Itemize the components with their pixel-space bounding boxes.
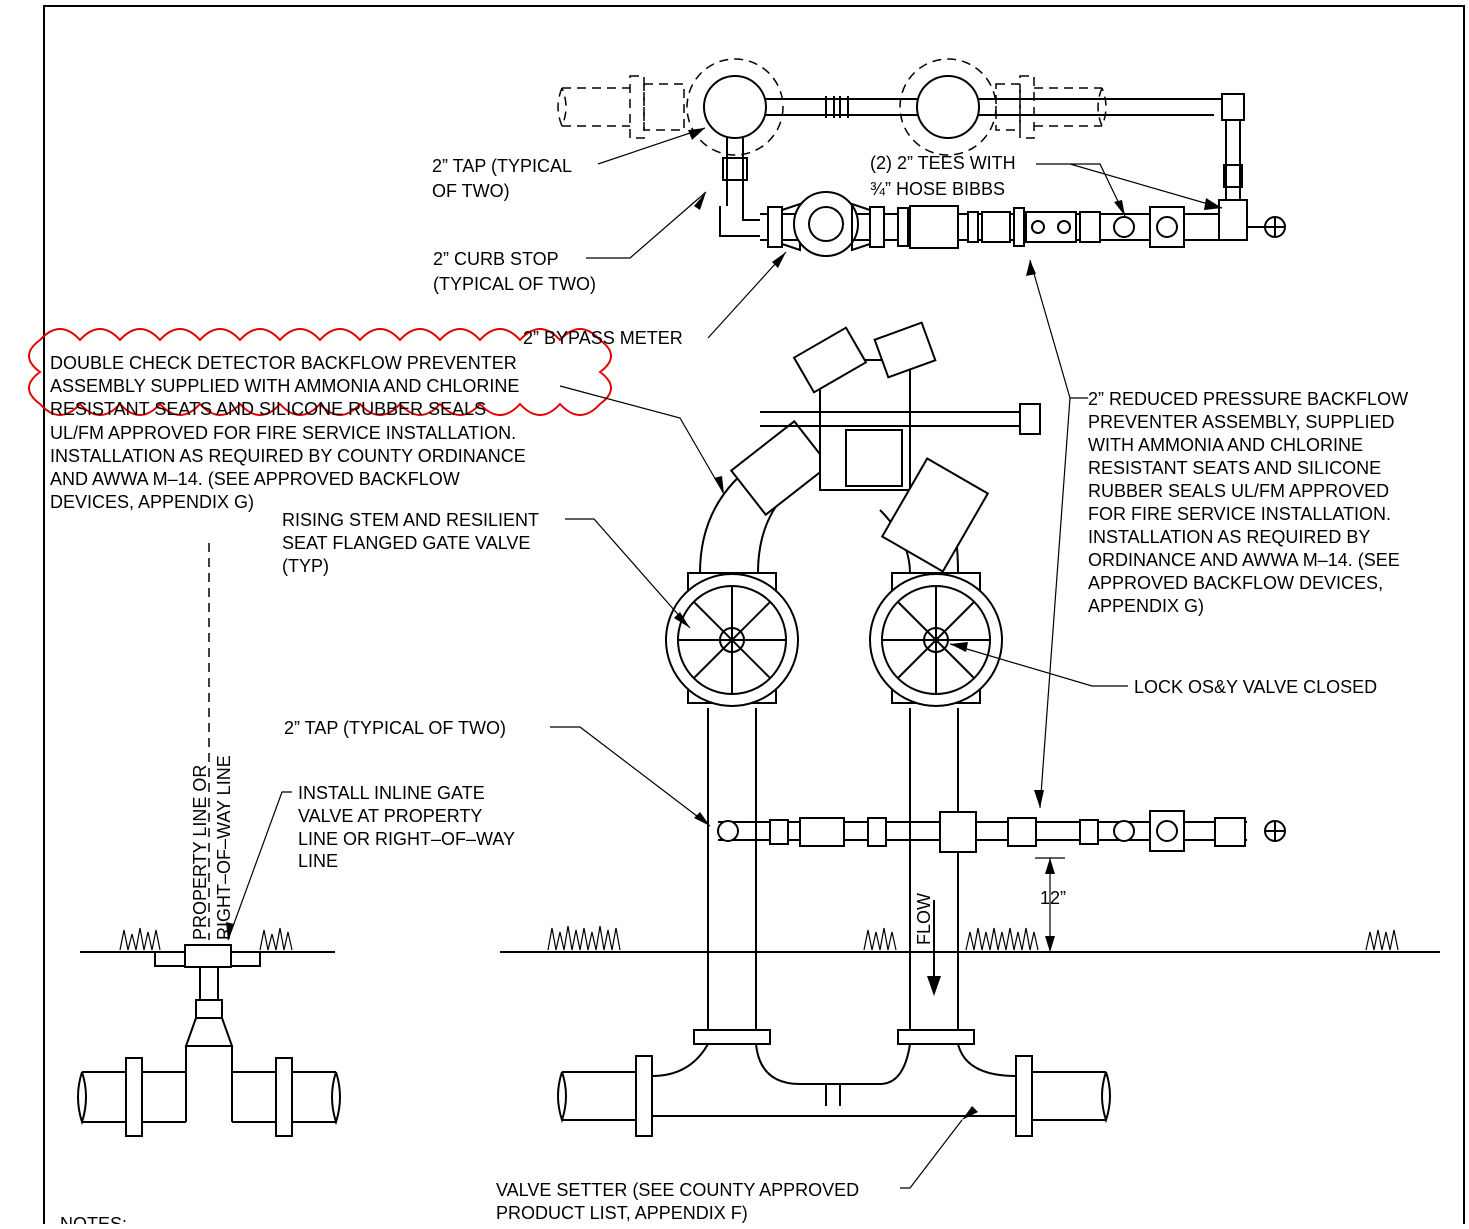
label-tap-top: 2” TAP (TYPICAL OF TWO) (432, 156, 572, 201)
label-curb-stop-line-1: 2” CURB STOP (433, 249, 559, 269)
label-property-line: PROPERTY LINE OR RIGHT–OF–WAY LINE (190, 755, 234, 940)
label-rpba-line-7: INSTALLATION AS REQUIRED BY (1088, 527, 1370, 547)
label-gate-valve-line-1: RISING STEM AND RESILIENT (282, 510, 539, 530)
label-valve-setter-line-2: PRODUCT LIST, APPENDIX F) (496, 1203, 748, 1223)
label-rpba-line-10: APPENDIX G) (1088, 596, 1204, 616)
label-inline-gate: INSTALL INLINE GATE VALVE AT PROPERTY LI… (298, 783, 515, 871)
label-tap-top-line-1: 2” TAP (TYPICAL (432, 156, 572, 176)
inline-gate-detail (77, 543, 341, 1137)
label-rpba-line-8: ORDINANCE AND AWWA M–14. (SEE (1088, 550, 1400, 570)
label-notes: NOTES: (60, 1214, 127, 1224)
label-tees-line-1: (2) 2” TEES WITH (870, 153, 1016, 173)
label-rpba-line-3: WITH AMMONIA AND CHLORINE (1088, 435, 1363, 455)
leader-lines (227, 127, 1223, 1189)
label-gate-valve: RISING STEM AND RESILIENT SEAT FLANGED G… (282, 510, 539, 576)
label-rpba: 2” REDUCED PRESSURE BACKFLOW PREVENTER A… (1088, 389, 1408, 616)
label-inline-gate-line-4: LINE (298, 851, 338, 871)
label-inline-gate-line-1: INSTALL INLINE GATE (298, 783, 485, 803)
label-flow-text: FLOW (914, 893, 934, 945)
revision-cloud (28, 328, 612, 416)
label-inline-gate-line-3: LINE OR RIGHT–OF–WAY (298, 829, 515, 849)
bypass-assembly (557, 58, 1286, 257)
leader-arrowheads (226, 128, 1222, 1120)
label-rpba-line-5: RUBBER SEALS UL/FM APPROVED (1088, 481, 1389, 501)
label-rpba-line-6: FOR FIRE SERVICE INSTALLATION. (1088, 504, 1391, 524)
label-rpba-line-9: APPROVED BACKFLOW DEVICES, (1088, 573, 1383, 593)
label-curb-stop-line-2: (TYPICAL OF TWO) (433, 274, 596, 294)
label-bypass-meter: 2” BYPASS METER (523, 328, 683, 348)
label-rpba-line-2: PREVENTER ASSEMBLY, SUPPLIED (1088, 412, 1394, 432)
label-rpba-line-4: RESISTANT SEATS AND SILICONE (1088, 458, 1381, 478)
label-lock-osy: LOCK OS&Y VALVE CLOSED (1134, 677, 1377, 697)
label-property-line-line-1: PROPERTY LINE OR (190, 765, 210, 940)
label-curb-stop: 2” CURB STOP (TYPICAL OF TWO) (433, 249, 596, 294)
flow-arrow (927, 976, 941, 996)
label-dim-12: 12” (1040, 888, 1066, 908)
label-dcda-line-4: UL/FM APPROVED FOR FIRE SERVICE INSTALLA… (50, 423, 516, 443)
label-tap-mid: 2” TAP (TYPICAL OF TWO) (284, 718, 506, 738)
label-gate-valve-line-2: SEAT FLANGED GATE VALVE (282, 533, 530, 553)
label-dcda-line-5: INSTALLATION AS REQUIRED BY COUNTY ORDIN… (50, 446, 526, 466)
label-dcda-line-1: DOUBLE CHECK DETECTOR BACKFLOW PREVENTER (50, 353, 517, 373)
label-dcda-line-3: RESISTANT SEATS AND SILICONE RUBBER SEAL… (50, 399, 486, 419)
label-property-line-line-2: RIGHT–OF–WAY LINE (214, 755, 234, 940)
label-dcda-line-2: ASSEMBLY SUPPLIED WITH AMMONIA AND CHLOR… (50, 376, 519, 396)
label-dcda: DOUBLE CHECK DETECTOR BACKFLOW PREVENTER… (50, 353, 526, 512)
dcda-assembly (557, 321, 1286, 1137)
label-inline-gate-line-2: VALVE AT PROPERTY (298, 806, 482, 826)
label-tees-line-2: ¾” HOSE BIBBS (870, 179, 1005, 199)
label-gate-valve-line-3: (TYP) (282, 556, 329, 576)
label-tap-top-line-2: OF TWO) (432, 181, 510, 201)
label-rpba-line-1: 2” REDUCED PRESSURE BACKFLOW (1088, 389, 1408, 409)
label-valve-setter-line-1: VALVE SETTER (SEE COUNTY APPROVED (496, 1180, 859, 1200)
grass-tufts (119, 925, 1399, 951)
label-flow: FLOW (914, 893, 934, 945)
label-dcda-line-7: DEVICES, APPENDIX G) (50, 492, 254, 512)
label-tees: (2) 2” TEES WITH ¾” HOSE BIBBS (870, 153, 1016, 199)
label-valve-setter: VALVE SETTER (SEE COUNTY APPROVED PRODUC… (496, 1180, 859, 1223)
label-dcda-line-6: AND AWWA M–14. (SEE APPROVED BACKFLOW (50, 469, 460, 489)
